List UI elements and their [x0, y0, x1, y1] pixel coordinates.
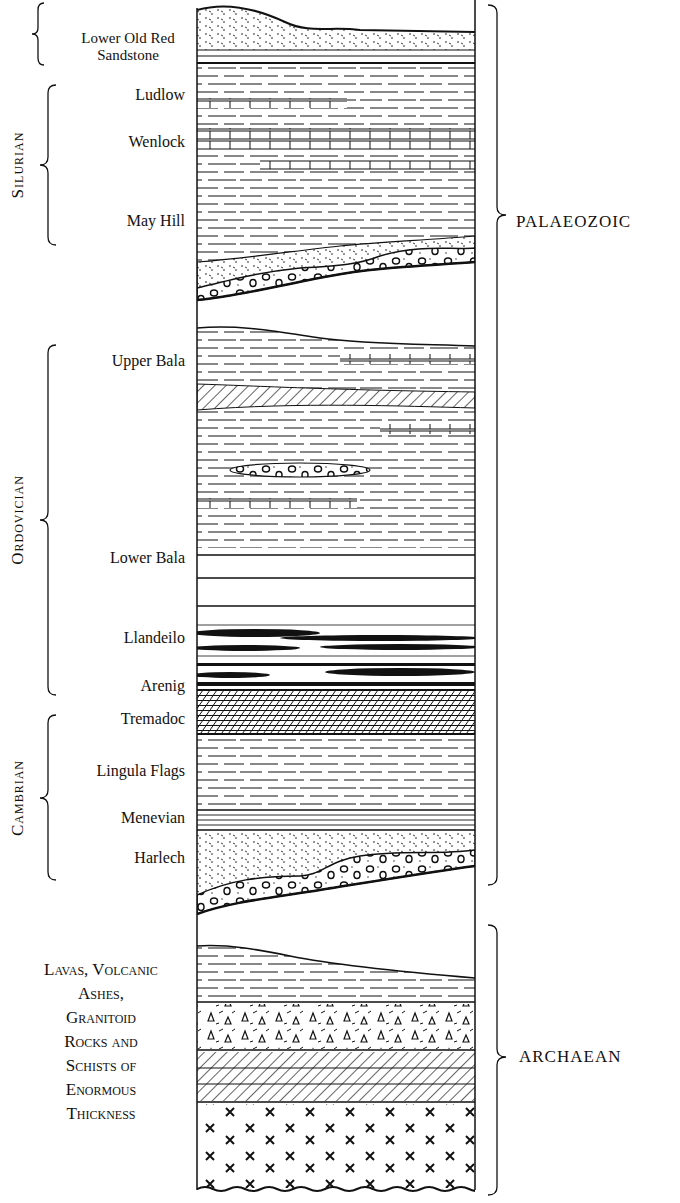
limestone-bed [340, 354, 475, 364]
conglomerate-bed [197, 850, 475, 914]
formation-name: Wenlock [40, 132, 185, 152]
bed-boundary [197, 1068, 475, 1084]
formation-name: Harlech [40, 848, 185, 868]
formation-name: Lower Old Red Sandstone [66, 30, 190, 64]
bed-boundary [197, 605, 475, 606]
bed-boundary [197, 6, 475, 32]
formation-name: Lingula Flags [40, 761, 185, 781]
era-name: PALAEOZOIC [516, 212, 631, 232]
lava-bed [197, 1052, 475, 1101]
rock-description: Lavas, Volcanic Ashes, Granitoid Rocks a… [44, 958, 158, 1126]
strata [197, 6, 475, 1191]
era-name: ARCHAEAN [519, 1047, 621, 1067]
limestone-bed [197, 98, 347, 108]
column-edge [197, 0, 475, 1190]
unconformity [197, 866, 475, 914]
bed-boundary [197, 50, 475, 56]
conglomerate-bed [197, 248, 475, 300]
granitoid-bed [197, 1104, 475, 1188]
system-name: Silurian [8, 132, 28, 199]
brace [488, 5, 506, 885]
system-name: Ordovician [8, 475, 28, 565]
bed-boundary [197, 810, 475, 830]
unconformity [197, 327, 475, 346]
formation-name: Ludlow [40, 85, 185, 105]
sandstone-bed [197, 236, 475, 300]
formation-name: Upper Bala [40, 351, 185, 371]
braces [32, 3, 506, 1195]
bed-boundary [197, 815, 475, 825]
flag-bed [197, 737, 475, 807]
sandstone-bed [197, 6, 475, 50]
limestone-bed [197, 498, 357, 508]
column-base [197, 1187, 475, 1191]
unconformity [197, 262, 475, 300]
formation-name: Arenig [40, 676, 185, 696]
brace [40, 345, 56, 695]
tremadoc-bed [197, 690, 475, 734]
formation-name: Llandeilo [40, 628, 185, 648]
limestone-bed [197, 128, 475, 150]
brace [40, 85, 56, 245]
conglomerate-lens [230, 463, 370, 477]
bed-boundary [197, 555, 475, 578]
formation-name: Tremadoc [40, 709, 185, 729]
formation-name: May Hill [40, 211, 185, 231]
black-shale-lenses [197, 629, 475, 686]
system-name: Cambrian [8, 760, 28, 836]
bed-boundary [197, 1002, 475, 1102]
volcanic-ash-bed [197, 1004, 475, 1049]
shale-bed [197, 327, 475, 548]
bed-boundary [197, 62, 475, 64]
bed-boundary [197, 690, 475, 734]
shale-bed [197, 65, 475, 265]
volcanic-bed [197, 384, 475, 410]
sandstone-bed [197, 832, 475, 914]
formation-name: Menevian [40, 808, 185, 828]
brace [32, 3, 44, 65]
bed-boundary [197, 946, 475, 978]
limestone-bed [260, 160, 475, 170]
formation-name: Lower Bala [40, 548, 185, 568]
limestone-bed [380, 424, 475, 434]
schist-bed [197, 946, 475, 1000]
brace [488, 925, 506, 1195]
brace [40, 715, 56, 880]
